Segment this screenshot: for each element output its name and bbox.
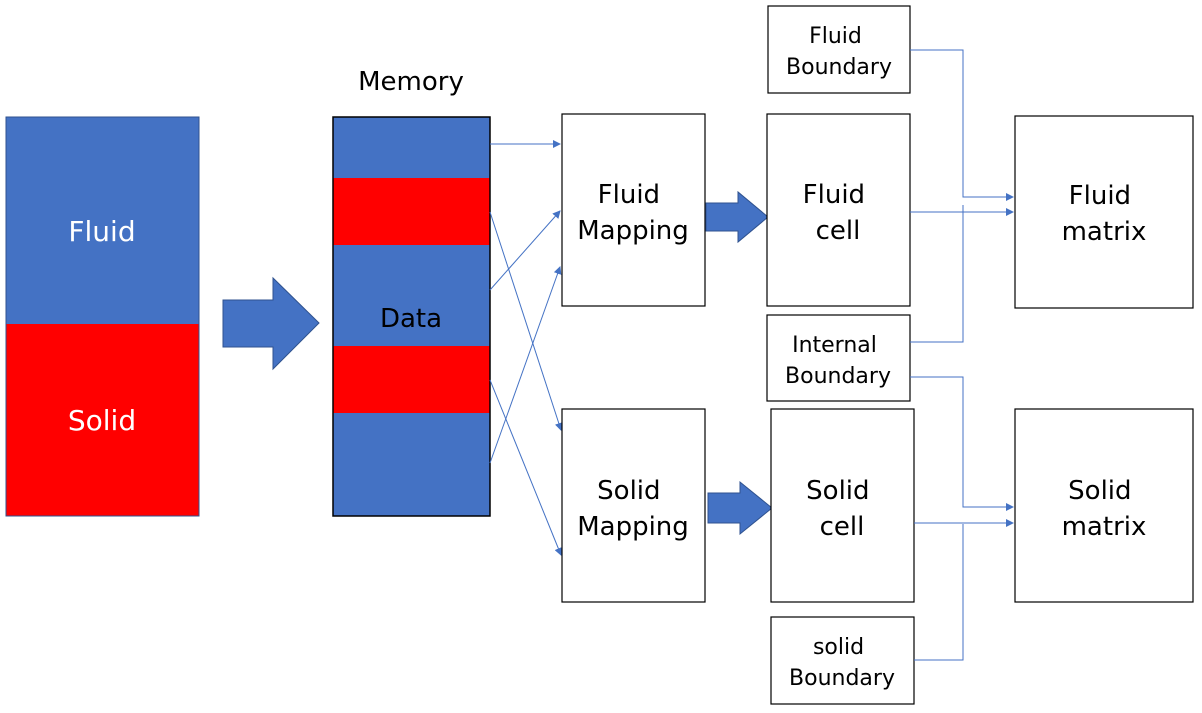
fluid-cell-label: Fluid cell (803, 180, 874, 246)
solid-cell-label: Solid cell (806, 476, 878, 542)
fluid-domain-block (6, 117, 199, 324)
fluid-mapping-label: Fluid Mapping (577, 180, 689, 246)
solid-domain-block (6, 324, 199, 516)
memory-segment-2 (333, 178, 490, 245)
solid-matrix-label: Solid matrix (1062, 476, 1147, 542)
solid-domain-label: Solid (68, 404, 136, 437)
fluid-boundary-box (767, 5, 911, 94)
memory-segment-1 (333, 117, 490, 178)
solid-cell-box (770, 408, 915, 603)
fluid-matrix-label: Fluid matrix (1062, 181, 1147, 247)
internal-boundary-label: Internal Boundary (785, 333, 891, 389)
link-internal-boundary-to-solid-matrix (910, 376, 1014, 511)
link-solid-boundary-to-solid-matrix (914, 524, 964, 661)
block-arrow-solid-mapping-to-cell (707, 480, 773, 536)
link-internal-boundary-to-fluid-matrix (910, 205, 964, 343)
link-memory-2-solid-mapping (489, 211, 563, 431)
solid-mapping-box (561, 408, 706, 603)
fluid-domain-label: Fluid (68, 215, 135, 248)
link-memory-3-fluid-mapping (489, 210, 561, 291)
fluid-cell-box (766, 113, 911, 307)
block-arrow-fluid-mapping-to-cell (705, 190, 769, 244)
link-fluid-boundary-to-fluid-matrix (910, 49, 1014, 201)
link-memory-4-solid-mapping (489, 379, 563, 556)
fluid-matrix-box (1014, 115, 1194, 309)
solid-boundary-label: solid Boundary (789, 635, 895, 691)
memory-segment-5 (333, 413, 490, 516)
link-memory-5-fluid-mapping (489, 266, 562, 464)
block-arrow-to-memory (222, 276, 320, 371)
solid-boundary-box (770, 616, 915, 705)
solid-mapping-label: Solid Mapping (577, 476, 689, 542)
memory-data-label: Data (380, 304, 442, 334)
fluid-mapping-box (561, 113, 706, 307)
memory-title: Memory (358, 67, 464, 97)
domain-outline (5, 116, 200, 517)
solid-matrix-box (1014, 408, 1194, 603)
memory-outline (332, 116, 491, 517)
memory-segment-4 (333, 346, 490, 413)
memory-segment-3 (333, 245, 490, 346)
fluid-boundary-label: Fluid Boundary (786, 24, 892, 80)
internal-boundary-box (766, 314, 911, 402)
